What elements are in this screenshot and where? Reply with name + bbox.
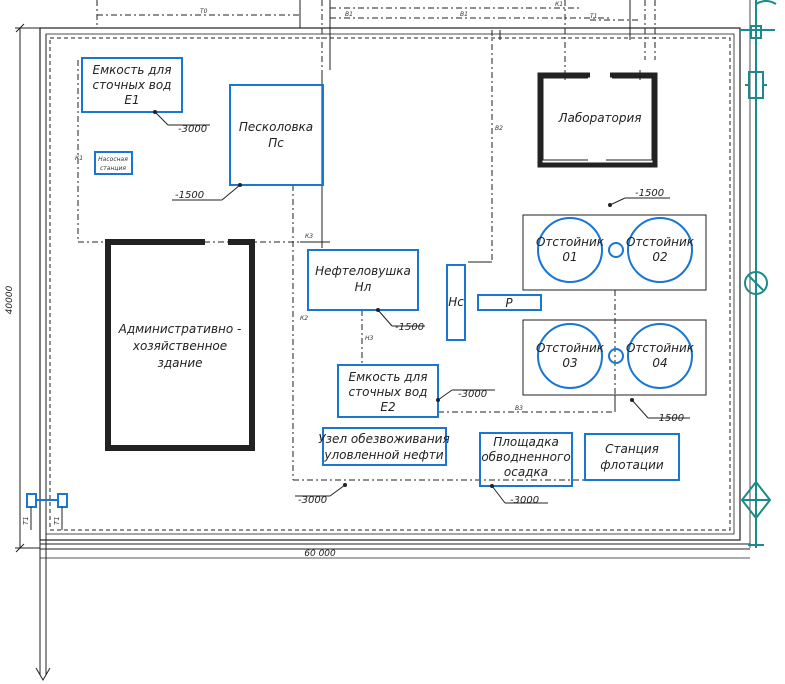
tank-p[interactable]: Р — [477, 294, 542, 311]
sludge-label-1: Площадка — [493, 435, 559, 449]
oil-trap[interactable]: Нефтеловушка Нл -1500 — [307, 249, 425, 333]
settler-bottom-elevation: -1500 — [655, 413, 684, 424]
tank-e2[interactable]: Емкость для сточных вод Е2 -3000 — [337, 364, 495, 418]
dewatering-unit[interactable]: Узел обезвоживания уловленной нефти -300… — [295, 427, 450, 506]
settler-03-label-1: Отстойник — [536, 341, 605, 355]
tank-e2-label-2: сточных вод — [349, 385, 428, 399]
flotation-label-1: Станция — [605, 442, 659, 456]
site-boundary — [35, 27, 750, 681]
settler-04-label-2: 04 — [652, 356, 667, 370]
oil-trap-label-1: Нефтеловушка — [315, 264, 411, 278]
pipe-label-b3: В3 — [515, 405, 523, 412]
pipe-label-k3: К3 — [305, 233, 313, 240]
settler-group-bottom[interactable]: Отстойник 03 Отстойник 04 -1500 — [522, 319, 707, 424]
pipe-label-k: К1 — [555, 1, 563, 8]
settler-02-label-2: 02 — [652, 250, 667, 264]
sludge-label-2: обводненного — [481, 450, 570, 464]
settler-01-label-1: Отстойник — [536, 235, 605, 249]
left-fittings: Т1 Т1 — [22, 493, 68, 530]
sand-trap[interactable]: Песколовка Пс -1500 — [172, 84, 324, 201]
sand-trap-label-2: Пс — [268, 136, 284, 150]
pump-station-label-1: Насосная — [98, 156, 128, 163]
admin-label-1: Административно - — [118, 322, 242, 336]
oil-trap-elevation: -1500 — [395, 322, 424, 333]
sludge-elevation: -3000 — [510, 495, 539, 506]
top-pipelines: Т0 В1 В1 К1 Т1 — [96, 0, 656, 70]
flow-circle-icon — [744, 271, 768, 295]
pipe-label-t0: Т0 — [200, 8, 208, 15]
settler-04-label-1: Отстойник — [626, 341, 695, 355]
pump-station-label-2: станция — [100, 165, 126, 172]
right-pipeline — [740, 0, 777, 548]
sand-trap-label-1: Песколовка — [239, 120, 313, 134]
tank-p-label: Р — [505, 296, 513, 310]
horizontal-dimension: 60 000 — [40, 549, 750, 559]
vertical-dimension: 40000 — [5, 23, 40, 553]
pump-nc-label: Нс — [448, 295, 464, 309]
dewater-elevation: -3000 — [298, 495, 327, 506]
pipe-label-b1a: В1 — [345, 11, 353, 18]
tank-e1-elevation: -3000 — [178, 124, 207, 135]
tank-e1-label-2: сточных вод — [93, 78, 172, 92]
flotation-label-2: флотации — [600, 458, 664, 472]
fitting-label-left: Т1 — [22, 516, 30, 525]
pipe-label-h3: Н3 — [365, 335, 374, 342]
sludge-label-3: осадка — [504, 465, 548, 479]
laboratory[interactable]: Лаборатория — [537, 72, 658, 168]
valve-rect-icon — [750, 25, 762, 39]
admin-building[interactable]: Административно - хозяйственное здание — [105, 239, 255, 451]
filter-diamond-icon — [740, 480, 772, 520]
lab-label: Лаборатория — [557, 111, 641, 125]
tank-e1[interactable]: Емкость для сточных вод Е1 -3000 — [81, 57, 210, 135]
valve-rect-icon — [745, 71, 767, 99]
pipe-label-k2: К2 — [300, 315, 308, 322]
tank-e1-label-3: Е1 — [124, 93, 139, 107]
tank-e2-label-3: Е2 — [380, 400, 395, 414]
pump-nc[interactable]: Нс — [446, 264, 466, 341]
tank-e1-label-1: Емкость для — [93, 63, 172, 77]
fitting-label-right: Т1 — [53, 516, 61, 525]
flotation-station[interactable]: Станция флотации — [584, 433, 680, 481]
settler-02-label-1: Отстойник — [626, 235, 695, 249]
tank-e2-elevation: -3000 — [458, 389, 487, 400]
settler-01-label-2: 01 — [562, 250, 577, 264]
tank-e2-label-1: Емкость для — [349, 370, 428, 384]
admin-label-3: здание — [157, 356, 202, 370]
settler-03-label-2: 03 — [562, 356, 577, 370]
pipe-label-b1b: В1 — [460, 11, 468, 18]
internal-pipelines: К2 Н3 В3 В2 К1 К3 — [75, 30, 641, 481]
pipe-label-b2: В2 — [495, 125, 503, 132]
settler-group-top[interactable]: Отстойник 01 Отстойник 02 -1500 — [522, 188, 707, 291]
oil-trap-label-2: Нл — [355, 280, 372, 294]
settler-top-elevation: -1500 — [635, 188, 664, 199]
dim-vertical-label: 40000 — [5, 285, 15, 314]
dewater-label-2: уловленной нефти — [323, 448, 443, 462]
admin-label-2: хозяйственное — [132, 339, 227, 353]
sand-trap-elevation: -1500 — [175, 190, 204, 201]
pipe-label-t1: Т1 — [590, 13, 597, 20]
dim-horizontal-label: 60 000 — [304, 549, 336, 559]
pipe-label-k1: К1 — [75, 155, 83, 162]
dewater-label-1: Узел обезвоживания — [318, 432, 449, 446]
pump-station[interactable]: Насосная станция — [94, 151, 133, 175]
sludge-site[interactable]: Площадка обводненного осадка -3000 — [479, 432, 573, 506]
